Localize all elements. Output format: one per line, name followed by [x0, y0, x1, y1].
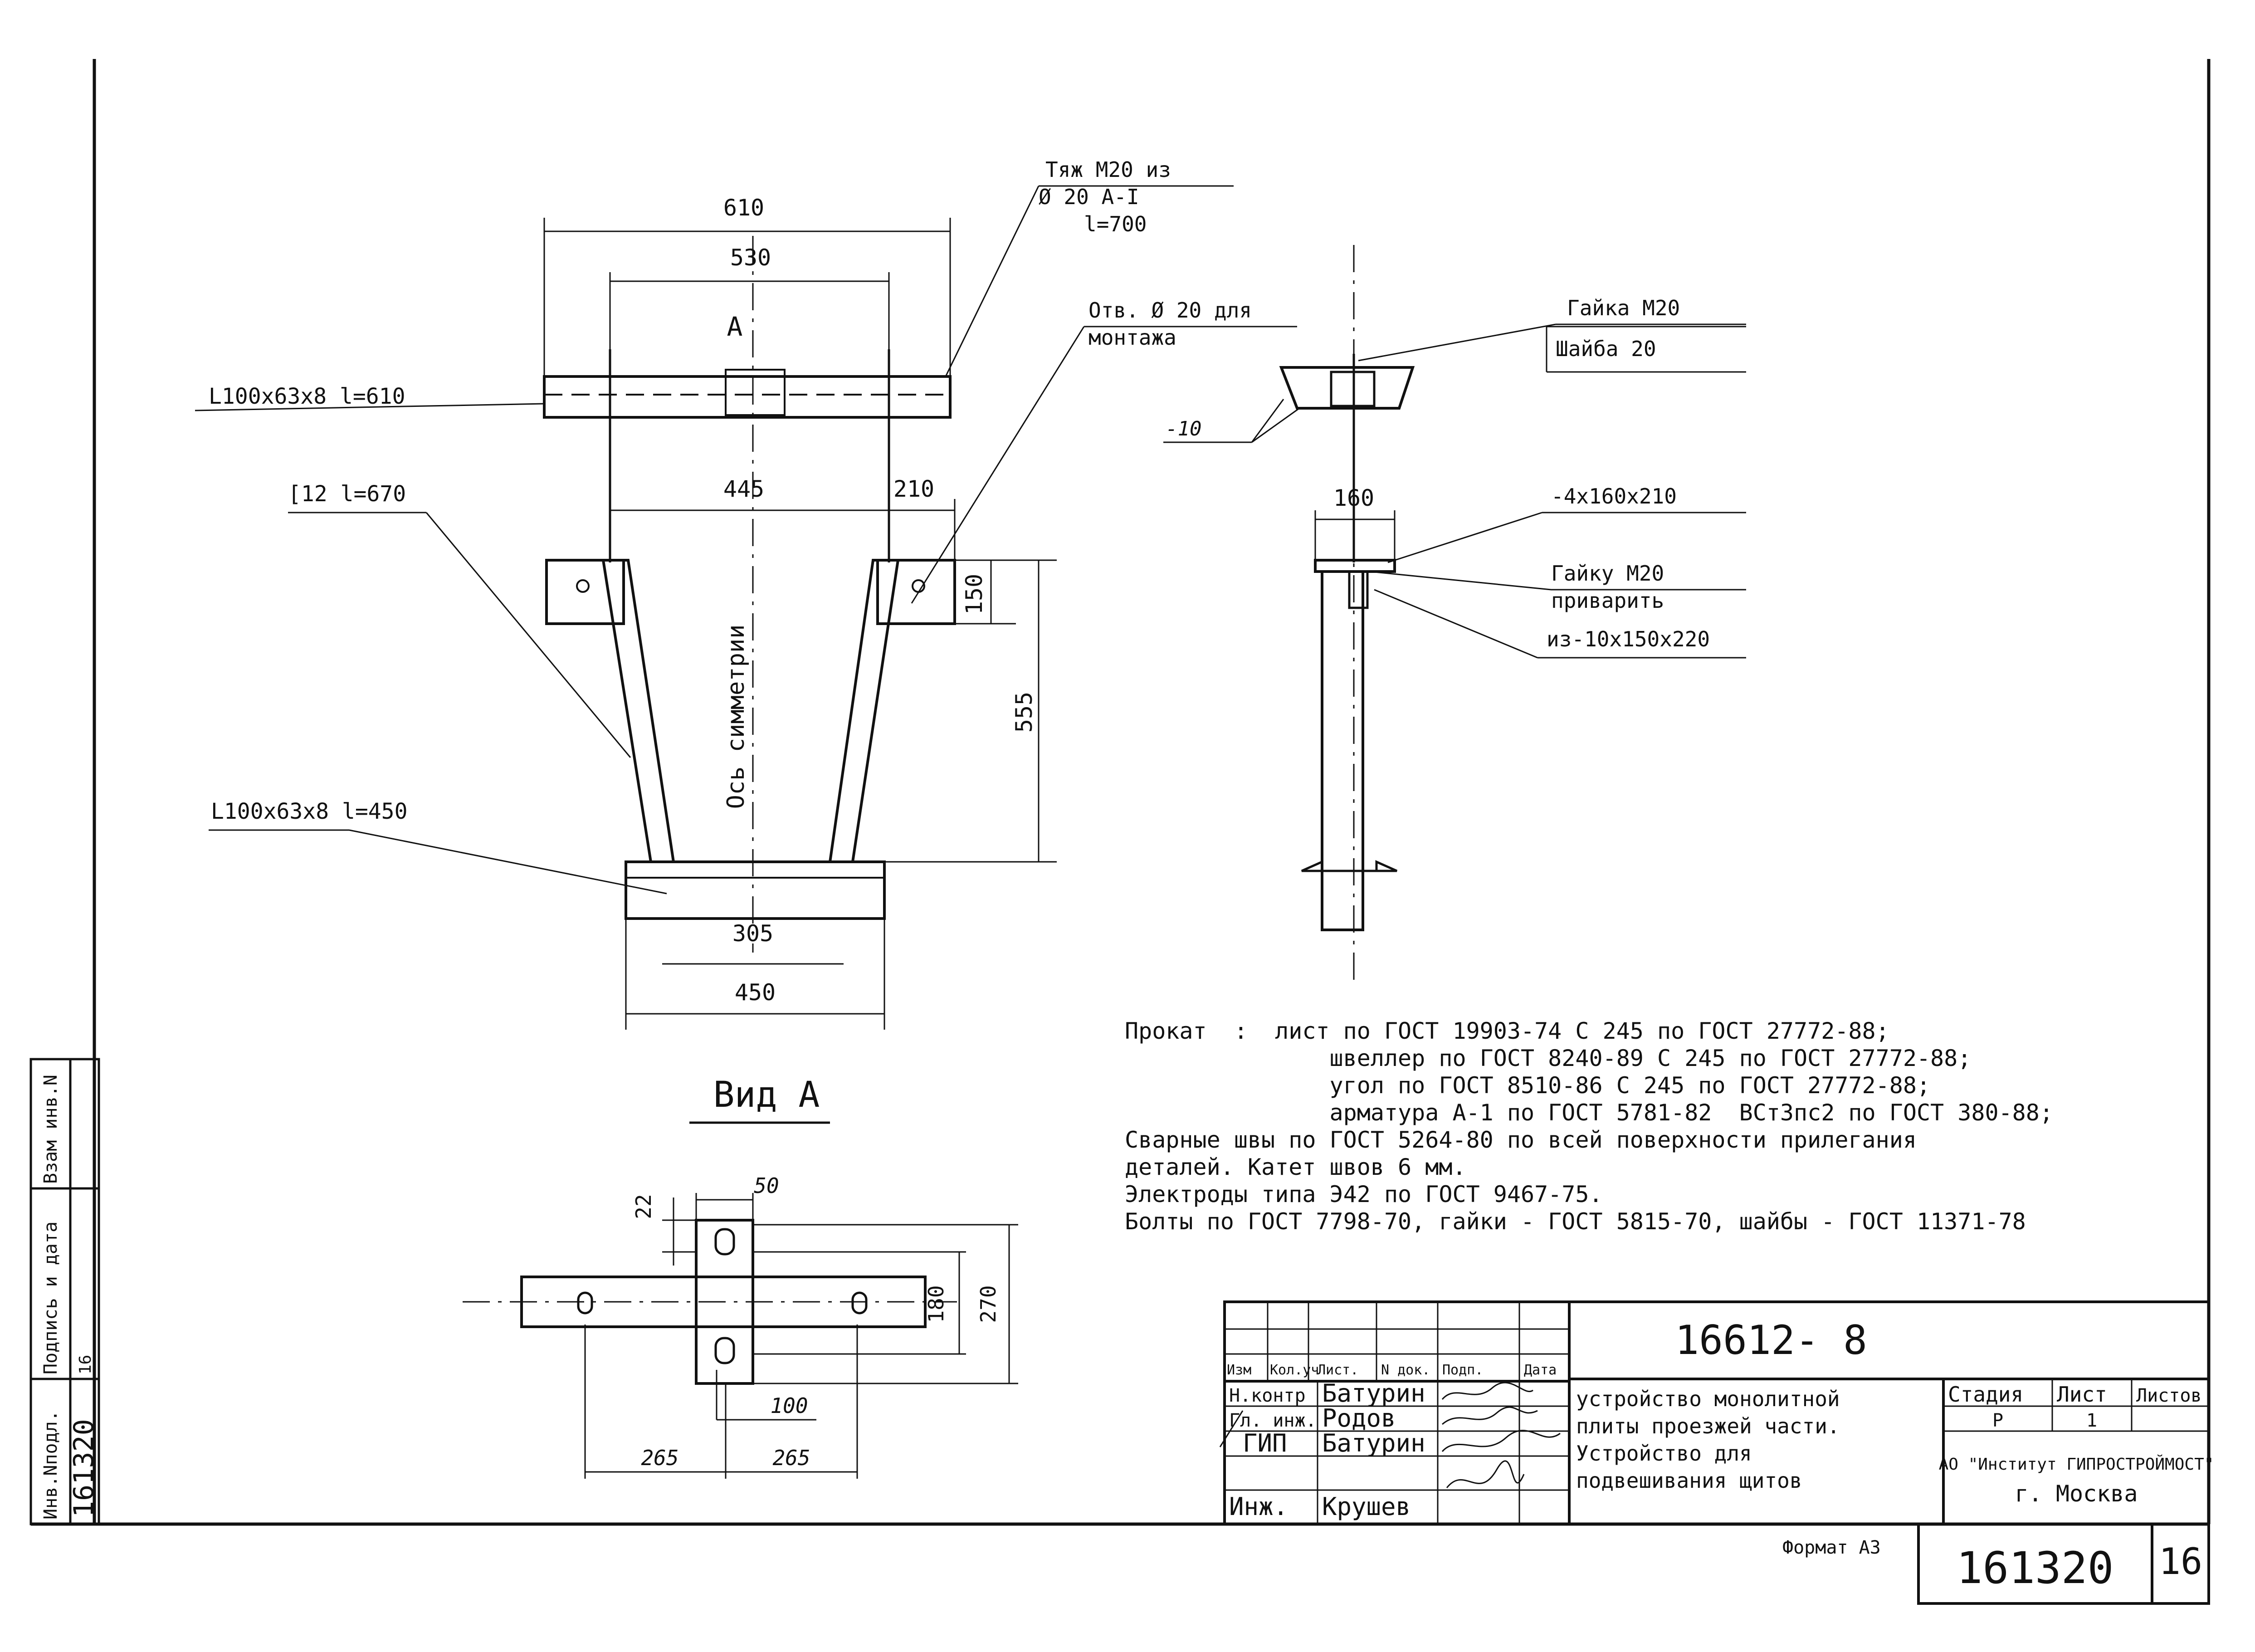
description-line: Устройство для: [1576, 1441, 1752, 1466]
symmetry-axis-label: Ось симметрии: [722, 625, 750, 809]
label-rod-line1: Тяж М20 из: [1045, 157, 1171, 182]
signatures: [1219, 1382, 1561, 1488]
note-line: арматура А-1 по ГОСТ 5781-82 ВСт3пс2 по …: [1125, 1100, 2053, 1126]
front-view: 610 530 A 445 210 305 450 150 555 Ось си…: [195, 157, 1297, 1030]
header-ndok: N док.: [1381, 1362, 1430, 1378]
note-line: Электроды типа Э42 по ГОСТ 9467-75.: [1125, 1181, 1603, 1207]
description-line: устройство монолитной: [1576, 1387, 1840, 1411]
header-izm: Изм: [1227, 1362, 1251, 1378]
label-rod-line2: Ø 20 A-I: [1039, 185, 1139, 209]
org-line2: г. Москва: [2015, 1481, 2138, 1507]
side-stamp: Инв.Nподл. Подпись и дата Взам инв.N 161…: [29, 1058, 100, 1525]
dim-right-offset: 210: [893, 476, 934, 502]
view-a-dim-right: 265: [772, 1446, 810, 1470]
view-a-angle: [520, 1276, 927, 1328]
bottom-angle: [625, 860, 886, 920]
stage-header: Стадия: [1948, 1382, 2023, 1407]
side-view: 160 Гайка М20 Шайба 20 -10 -4x160x210 Га…: [1163, 245, 1746, 984]
dim-vertical-short: 150: [961, 574, 987, 615]
name-inzh: Крушев: [1322, 1492, 1411, 1521]
note-line: деталей. Катет швов 6 мм.: [1125, 1154, 1466, 1180]
side-channel: [1321, 570, 1364, 931]
title-block: 16612- 8 Изм Кол.уч Лист. N док. Подп. Д…: [1219, 1300, 2214, 1525]
stamp-label-inv-podl: Инв.Nподл.: [40, 1410, 61, 1520]
view-marker: A: [727, 311, 743, 342]
sheet-value: 1: [2086, 1410, 2097, 1431]
doc-number: 16612- 8: [1675, 1317, 1867, 1364]
dim-top-bolts: 530: [730, 244, 771, 271]
header-list: Лист.: [1318, 1362, 1358, 1378]
dim-vertical-total: 555: [1011, 692, 1037, 733]
name-glinzh: Родов: [1322, 1404, 1396, 1432]
label-bottom-angle: L100x63x8 l=450: [211, 799, 407, 824]
view-a-dim-height-inner: 180: [924, 1285, 948, 1323]
view-a-dim-left: 265: [641, 1446, 678, 1470]
label-washer: Шайба 20: [1556, 337, 1656, 361]
dim-bottom-overall: 450: [735, 979, 776, 1006]
view-a-dim-height-total: 270: [976, 1285, 1001, 1323]
left-plate: [545, 559, 625, 625]
label-rod-line3: l=700: [1084, 212, 1147, 236]
label-plate-thickness: -10: [1166, 417, 1201, 440]
role-inzh: Инж.: [1229, 1492, 1288, 1521]
label-hole-line2: монтажа: [1088, 325, 1176, 350]
notes-block: Прокат : лист по ГОСТ 19903-74 С 245 по …: [1125, 1018, 2053, 1235]
note-line: угол по ГОСТ 8510-86 С 245 по ГОСТ 27772…: [1125, 1072, 1930, 1099]
side-top-angle: [1279, 366, 1415, 410]
header-kol: Кол.уч: [1270, 1362, 1319, 1378]
label-weld-nut-line2: приварить: [1551, 588, 1664, 613]
label-hole-line1: Отв. Ø 20 для: [1088, 298, 1252, 323]
header-podp: Подп.: [1442, 1362, 1483, 1378]
note-line: Болты по ГОСТ 7798-70, гайки - ГОСТ 5815…: [1125, 1208, 2026, 1235]
stamp-value-sign: 16: [76, 1355, 95, 1374]
role-gip: ГИП: [1243, 1429, 1287, 1457]
name-nkontr: Батурин: [1322, 1379, 1425, 1408]
name-gip: Батурин: [1322, 1429, 1425, 1457]
note-line: Прокат : лист по ГОСТ 19903-74 С 245 по …: [1125, 1018, 1889, 1044]
sheet-header: Лист: [2057, 1382, 2107, 1407]
label-weld-nut-line3: из-10x150x220: [1547, 627, 1710, 651]
format-label: Формат А3: [1782, 1537, 1881, 1558]
view-a-dim-bottom-width: 100: [770, 1393, 808, 1418]
view-a-dim-top-width: 50: [754, 1173, 779, 1198]
stage-value: Р: [1992, 1410, 2003, 1431]
label-top-angle: L100x63x8 l=610: [209, 384, 405, 409]
label-nut: Гайка М20: [1567, 296, 1680, 320]
channel-left: [601, 559, 675, 863]
stamp-value-inv: 161320: [68, 1419, 100, 1517]
channel-right: [828, 559, 900, 863]
role-nkontr: Н.контр: [1229, 1385, 1306, 1406]
view-a-title: Вид А: [713, 1075, 820, 1115]
footer: Формат А3 161320 16: [1782, 1523, 2210, 1605]
description-line: подвешивания щитов: [1576, 1468, 1802, 1493]
label-channel: [12 l=670: [288, 481, 406, 507]
archive-number: 161320: [1957, 1543, 2114, 1593]
dim-bottom-inner: 305: [732, 920, 773, 947]
top-angle: [543, 375, 952, 419]
label-weld-nut-line1: Гайку М20: [1551, 561, 1664, 586]
note-line: Сварные швы по ГОСТ 5264-80 по всей пове…: [1125, 1127, 1917, 1153]
description-line: плиты проезжей части.: [1576, 1414, 1840, 1438]
stamp-label-vzam: Взам инв.N: [40, 1075, 61, 1184]
sheet-frame: [31, 59, 2211, 1526]
stamp-label-sign-date: Подпись и дата: [40, 1222, 61, 1374]
org-line1: АО "Институт ГИПРОСТРОЙМОСТ": [1939, 1455, 2214, 1474]
side-dim-width: 160: [1333, 485, 1374, 511]
header-data: Дата: [1524, 1362, 1557, 1378]
sheets-header: Листов: [2136, 1385, 2202, 1406]
dim-inner: 445: [723, 476, 764, 502]
page-number: 16: [2159, 1540, 2202, 1583]
note-line: швеллер по ГОСТ 8240-89 С 245 по ГОСТ 27…: [1125, 1045, 1971, 1071]
view-a: Вид А 22 50: [463, 1075, 1018, 1479]
view-a-plate: [695, 1219, 754, 1385]
label-plate: -4x160x210: [1551, 484, 1677, 508]
view-a-dim-top-small: 22: [631, 1194, 656, 1219]
role-glinzh: Гл. инж.: [1229, 1410, 1317, 1431]
dim-top-overall: 610: [723, 195, 764, 221]
right-plate: [876, 559, 956, 625]
